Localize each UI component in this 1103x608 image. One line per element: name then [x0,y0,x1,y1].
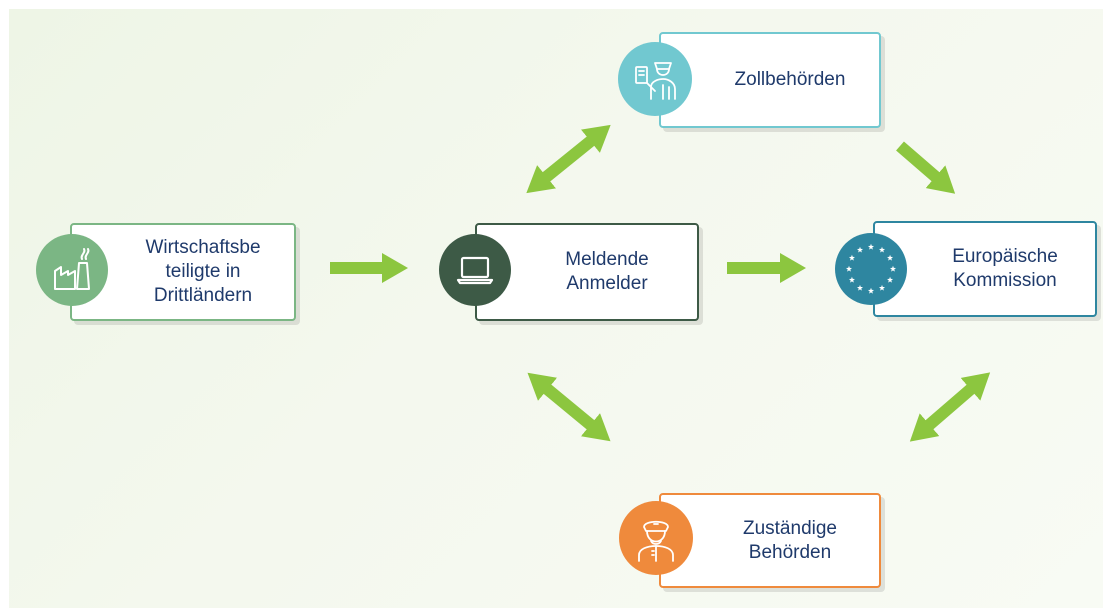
eu-star [887,276,894,283]
node-label: Zollbehörden [734,69,846,90]
eu-star [845,265,853,272]
arrow-meldende-zoll-bidirectional [526,124,611,194]
arrow-meldende-behoerden-bidirectional [527,372,611,442]
node-europaeische-kommission: Europäische Kommission [873,221,1097,317]
factory-icon [36,234,108,306]
eu-star [878,246,886,253]
eu-star [878,284,886,291]
node-label: Zuständige Behörden [742,517,837,563]
eu-star [889,265,897,272]
node-zollbehoerden: Zollbehörden [659,32,881,128]
eu-star [848,276,855,283]
eu-star [856,246,864,253]
arrow-kommission-behoerden-bidirectional [909,372,991,442]
eu-star [867,243,875,250]
eu-star [856,284,864,291]
eu-star [887,254,894,261]
officer-icon [619,501,693,575]
node-label: Wirtschaftsbe teiligte in Drittländern [145,237,261,306]
customs-officer-icon [618,42,692,116]
eu-flag-icon [835,233,907,305]
arrow-zoll-to-kommission [896,141,956,194]
laptop-icon [439,234,511,306]
arrows-layer [330,124,991,442]
eu-star [848,254,855,261]
node-meldende-anmelder: Meldende Anmelder [475,223,699,321]
diagram-canvas: Wirtschaftsbe teiligte in Drittländern M… [9,9,1103,608]
node-label: Europäische Kommission [952,246,1058,291]
eu-star [867,287,875,294]
node-label: Meldende Anmelder [565,249,649,294]
